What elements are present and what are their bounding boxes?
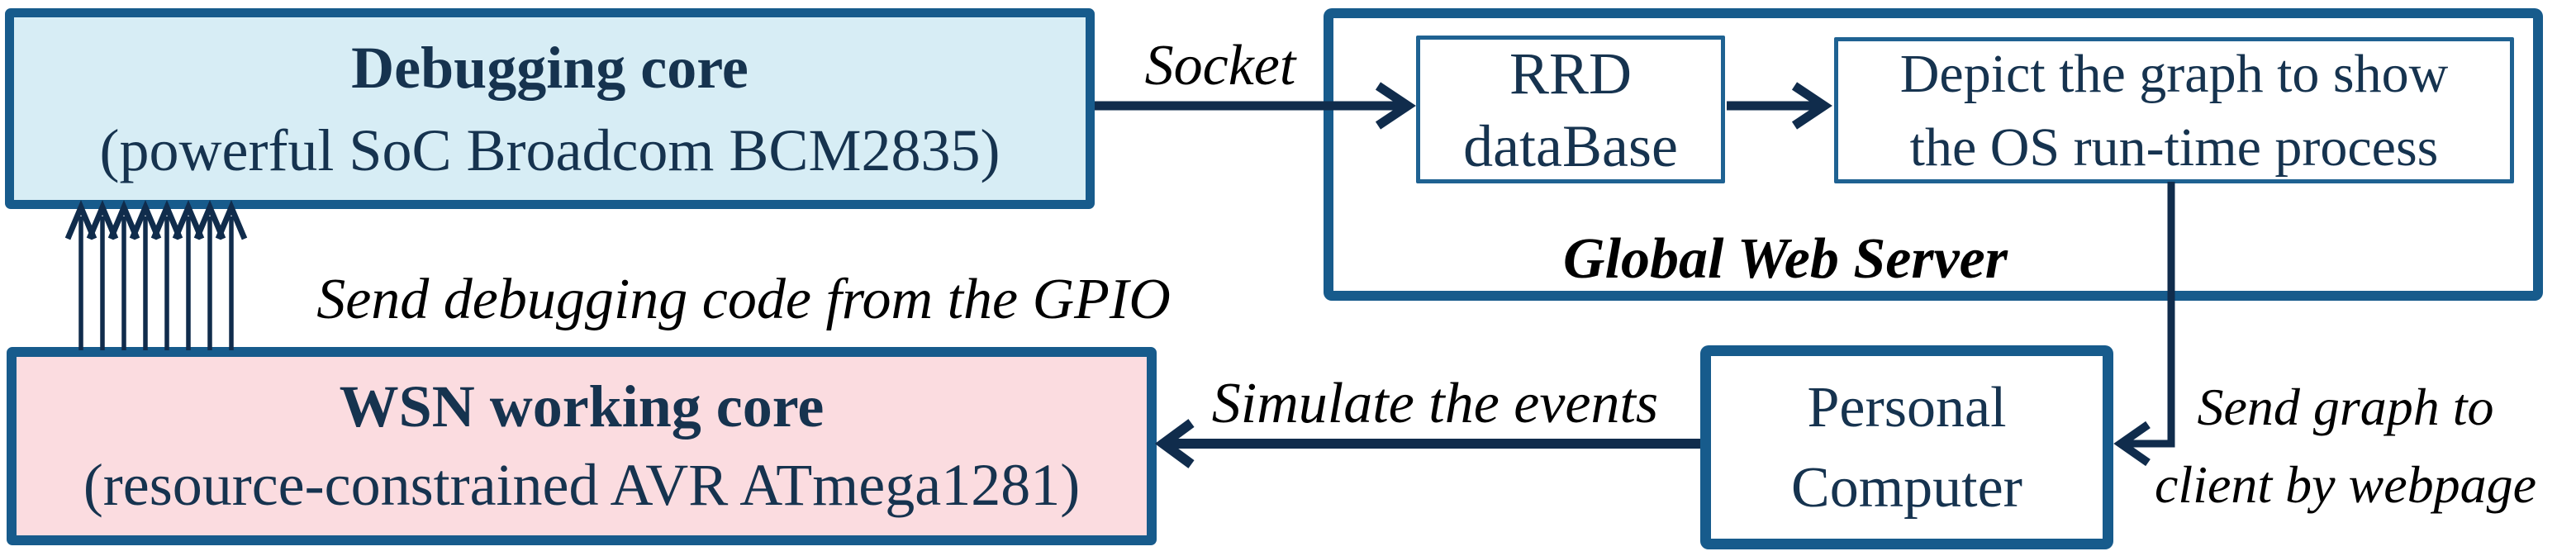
personal-computer-line2: Computer	[1791, 455, 2022, 520]
up-arrow-icon	[64, 199, 97, 350]
debugging-core-title: Debugging core	[351, 34, 749, 101]
debugging-core-subtitle: (powerful SoC Broadcom BCM2835)	[99, 116, 1000, 183]
wsn-working-core-subtitle: (resource-constrained AVR ATmega1281)	[83, 452, 1081, 518]
socket-label: Socket	[1144, 34, 1296, 97]
up-arrow-icon	[86, 199, 119, 350]
send-graph-label-line1: Send graph to	[2197, 378, 2494, 436]
wsn-working-core-title: WSN working core	[339, 373, 825, 440]
wsn-working-core-box: WSN working core (resource-constrained A…	[7, 347, 1157, 545]
up-arrow-icon	[172, 199, 205, 350]
personal-computer-line1: Personal	[1807, 375, 2007, 440]
send-graph-label-line2: client by webpage	[2154, 455, 2537, 514]
up-arrow-icon	[150, 199, 183, 350]
global-web-server-label: Global Web Server	[1563, 227, 2008, 291]
rrd-database-line2: dataBase	[1463, 112, 1678, 179]
gpio-arrows-icon	[64, 199, 248, 350]
up-arrow-icon	[215, 199, 248, 350]
up-arrow-icon	[107, 199, 140, 350]
depict-graph-box: Depict the graph to show the OS run-time…	[1834, 37, 2514, 183]
rrd-database-box: RRD dataBase	[1416, 36, 1725, 183]
debugging-core-box: Debugging core (powerful SoC Broadcom BC…	[5, 8, 1095, 209]
personal-computer-box: Personal Computer	[1700, 345, 2113, 549]
rrd-database-line1: RRD	[1509, 40, 1633, 107]
depict-graph-line2: the OS run-time process	[1909, 116, 2439, 178]
up-arrow-icon	[193, 199, 226, 350]
up-arrow-icon	[129, 199, 162, 350]
send-graph-label: Send graph to client by webpage	[2144, 368, 2547, 524]
depict-graph-line1: Depict the graph to show	[1899, 43, 2449, 104]
simulate-events-label: Simulate the events	[1211, 372, 1659, 435]
global-web-server-box	[1324, 8, 2543, 301]
gpio-label: Send debugging code from the GPIO	[316, 268, 1171, 331]
